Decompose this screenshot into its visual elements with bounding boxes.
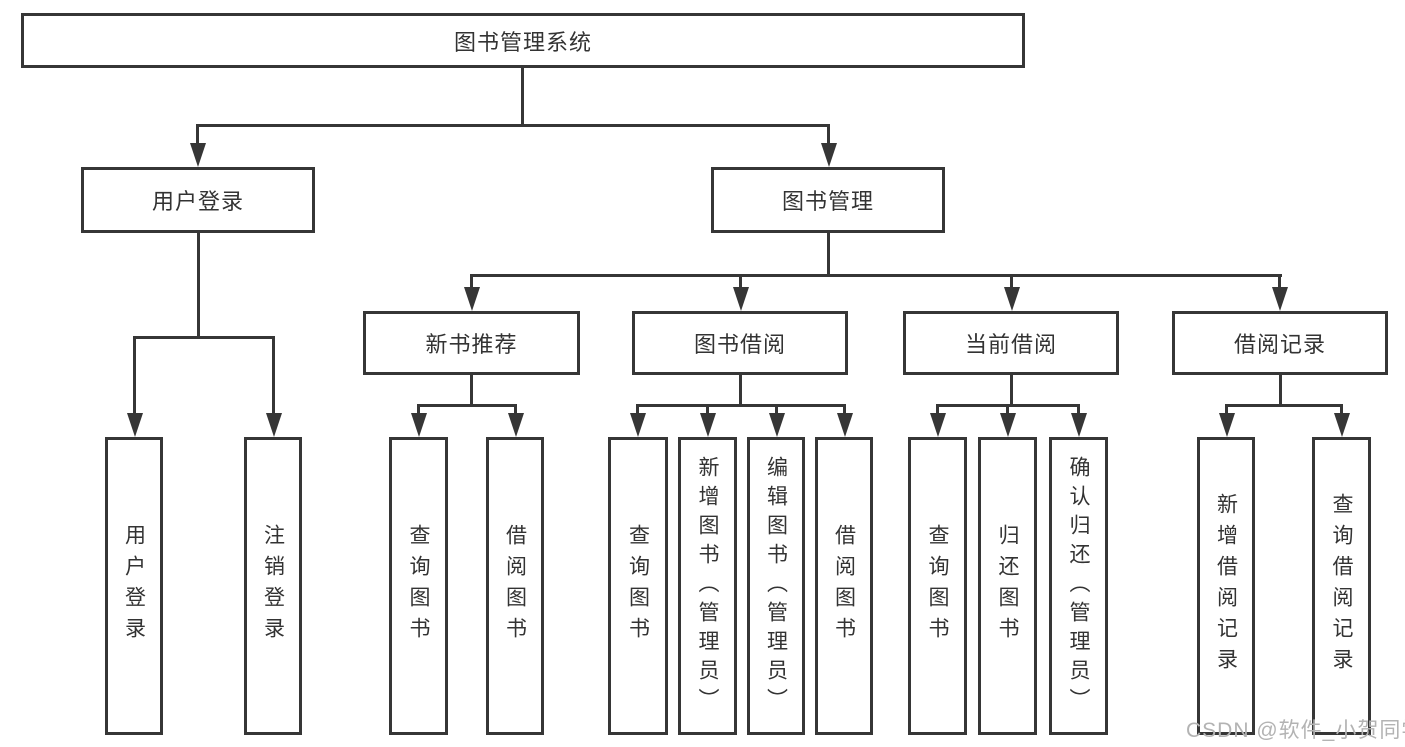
arrowhead-icon	[769, 413, 785, 437]
node-label: 新增图书（管理员）	[696, 455, 719, 717]
connector-line	[521, 66, 524, 126]
node-label: 查询图书	[407, 524, 430, 648]
connector-line	[636, 404, 639, 414]
connector-line	[1006, 404, 1009, 414]
connector-line	[470, 373, 473, 406]
node-label: 查询图书	[626, 524, 650, 648]
connector-line	[196, 124, 830, 127]
arrowhead-icon	[837, 413, 853, 437]
connector-line	[133, 336, 136, 414]
connector-line	[936, 404, 939, 414]
node-label: 借阅图书	[832, 524, 856, 648]
node-bb-borrow-books: 借阅图书	[815, 437, 873, 735]
connector-line	[1279, 373, 1282, 406]
node-label: 归还图书	[996, 524, 1019, 648]
connector-line	[775, 404, 778, 414]
arrowhead-icon	[930, 413, 946, 437]
node-br-add-record: 新增借阅记录	[1197, 437, 1255, 735]
node-nb-query-books: 查询图书	[389, 437, 448, 735]
node-current-borrow: 当前借阅	[903, 311, 1119, 375]
connector-line	[1077, 404, 1080, 414]
node-cb-return-books: 归还图书	[978, 437, 1037, 735]
connector-line	[1010, 274, 1013, 288]
node-bb-query-books: 查询图书	[608, 437, 668, 735]
node-label: 查询借阅记录	[1330, 493, 1353, 679]
watermark: CSDN @软件_小贺同学	[1186, 719, 1405, 742]
node-book-management: 图书管理	[711, 167, 945, 233]
connector-line	[417, 404, 420, 414]
node-cb-confirm-return-admin: 确认归还（管理员）	[1049, 437, 1108, 735]
node-user-login-leaf: 用户登录	[105, 437, 163, 735]
connector-line	[636, 404, 846, 407]
connector-line	[706, 404, 709, 414]
node-book-borrow: 图书借阅	[632, 311, 848, 375]
arrowhead-icon	[266, 413, 282, 437]
connector-line	[272, 336, 275, 414]
node-label: 编辑图书（管理员）	[764, 455, 788, 717]
arrowhead-icon	[733, 287, 749, 311]
node-new-book-recommend: 新书推荐	[363, 311, 580, 375]
connector-line	[827, 231, 830, 276]
connector-line	[936, 404, 1080, 407]
node-label: 查询图书	[926, 524, 949, 648]
node-label: 确认归还（管理员）	[1067, 455, 1090, 717]
node-logout-leaf: 注销登录	[244, 437, 302, 735]
arrowhead-icon	[464, 287, 480, 311]
connector-line	[739, 373, 742, 406]
node-nb-borrow-books: 借阅图书	[486, 437, 544, 735]
connector-line	[196, 124, 199, 145]
node-bb-edit-books-admin: 编辑图书（管理员）	[747, 437, 805, 735]
node-bb-add-books-admin: 新增图书（管理员）	[678, 437, 737, 735]
arrowhead-icon	[700, 413, 716, 437]
arrowhead-icon	[127, 413, 143, 437]
connector-line	[197, 231, 200, 338]
node-user-login: 用户登录	[81, 167, 315, 233]
connector-line	[470, 274, 473, 288]
node-label: 借阅图书	[503, 524, 527, 648]
connector-line	[514, 404, 517, 414]
arrowhead-icon	[190, 143, 206, 167]
connector-line	[133, 336, 275, 339]
arrowhead-icon	[1000, 413, 1016, 437]
arrowhead-icon	[411, 413, 427, 437]
node-cb-query-books: 查询图书	[908, 437, 967, 735]
arrowhead-icon	[1219, 413, 1235, 437]
node-label: 用户登录	[122, 524, 146, 648]
arrowhead-icon	[1004, 287, 1020, 311]
arrowhead-icon	[630, 413, 646, 437]
node-label: 注销登录	[261, 524, 285, 648]
node-br-query-record: 查询借阅记录	[1312, 437, 1371, 735]
arrowhead-icon	[1272, 287, 1288, 311]
arrowhead-icon	[1071, 413, 1087, 437]
connector-line	[1010, 373, 1013, 406]
arrowhead-icon	[1334, 413, 1350, 437]
arrowhead-icon	[821, 143, 837, 167]
connector-line	[1278, 274, 1281, 288]
connector-line	[739, 274, 742, 288]
connector-line	[1225, 404, 1343, 407]
connector-line	[827, 124, 830, 145]
connector-line	[1225, 404, 1228, 414]
node-borrow-records: 借阅记录	[1172, 311, 1388, 375]
node-root: 图书管理系统	[21, 13, 1025, 68]
connector-line	[417, 404, 517, 407]
connector-line	[470, 274, 1282, 277]
connector-line	[1340, 404, 1343, 414]
node-label: 新增借阅记录	[1214, 493, 1238, 679]
connector-line	[843, 404, 846, 414]
arrowhead-icon	[508, 413, 524, 437]
